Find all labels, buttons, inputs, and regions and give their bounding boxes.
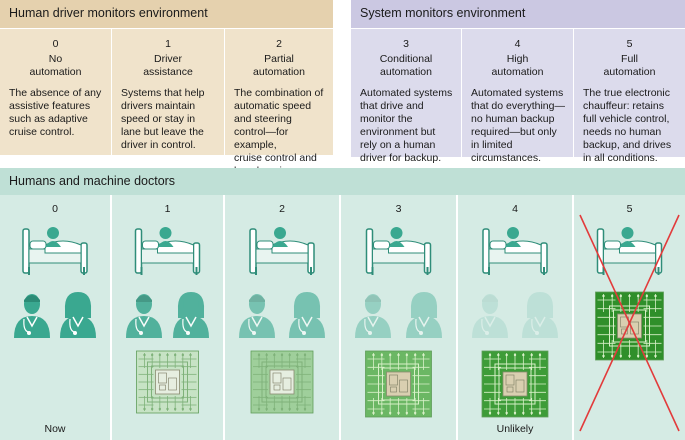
female-doctor-icon xyxy=(522,292,558,338)
circuit-chip-icon xyxy=(136,350,199,414)
doctor-column-5: 5 xyxy=(574,195,685,440)
female-doctor-icon xyxy=(173,292,209,338)
level-number: 1 xyxy=(165,38,171,50)
female-doctor-icon xyxy=(406,292,442,338)
patient-bed-icon xyxy=(134,227,201,275)
level-number: 0 xyxy=(52,38,59,50)
female-doctor-icon xyxy=(60,292,96,338)
column-illustration xyxy=(14,227,96,338)
level-number: 2 xyxy=(276,38,282,50)
column-illustration xyxy=(126,227,209,414)
red-cross-icon xyxy=(579,214,680,432)
level-number: 4 xyxy=(514,38,521,50)
level-number: 3 xyxy=(403,38,409,50)
column-illustration xyxy=(239,227,325,414)
female-doctor-icon xyxy=(289,292,325,338)
male-doctor-icon xyxy=(14,294,50,338)
patient-bed-icon xyxy=(596,227,663,275)
column-label: Now xyxy=(44,423,66,435)
male-doctor-icon xyxy=(355,294,391,338)
circuit-chip-icon xyxy=(595,291,664,361)
human-monitors-header: Human driver monitors environment xyxy=(0,0,333,28)
column-number: 3 xyxy=(395,203,402,215)
column-label: Unlikely xyxy=(496,423,534,435)
column-illustration xyxy=(472,227,558,418)
circuit-chip-icon xyxy=(481,350,549,418)
male-doctor-icon xyxy=(126,294,162,338)
male-doctor-icon xyxy=(239,294,275,338)
column-illustration xyxy=(579,214,680,432)
column-number: 2 xyxy=(279,203,285,215)
patient-bed-icon xyxy=(365,227,432,275)
circuit-chip-icon xyxy=(250,350,314,414)
circuit-chip-icon xyxy=(365,350,432,418)
patient-bed-icon xyxy=(249,227,315,275)
column-number: 1 xyxy=(164,203,171,215)
patient-bed-icon xyxy=(22,227,88,275)
column-number: 5 xyxy=(626,203,633,215)
patient-bed-icon xyxy=(482,227,548,275)
level-number: 5 xyxy=(626,38,633,50)
doctor-column-2: 2 xyxy=(225,195,339,440)
doctor-column-3: 3 xyxy=(341,195,456,440)
column-number: 0 xyxy=(52,203,58,215)
humans-machine-doctors-header: Humans and machine doctors xyxy=(0,168,685,195)
column-number: 4 xyxy=(512,203,518,215)
doctor-column-1: 1 xyxy=(112,195,223,440)
system-monitors-header: System monitors environment xyxy=(351,0,685,28)
male-doctor-icon xyxy=(472,294,508,338)
column-illustration xyxy=(355,227,442,418)
